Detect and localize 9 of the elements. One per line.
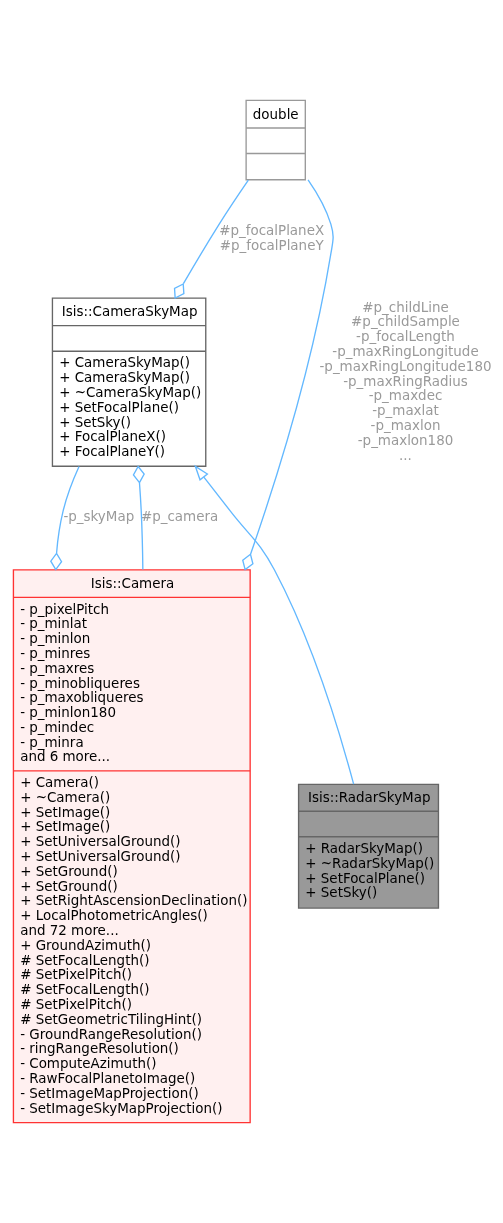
- connector: [132, 465, 145, 571]
- connector: [241, 179, 334, 571]
- edge-label: #p_camera: [140, 509, 219, 525]
- edge-label: #p_childLine #p_childSample -p_focalLength -p_maxRingLongitude -p_maxRingLongitude180 -p_maxRingRadius -p_maxdec -p_maxlat -p_maxlon -p_maxlon180 ...: [319, 299, 492, 463]
- arrow: [194, 464, 355, 785]
- edge-label: #p_focalPlaneX #p_focalPlaneY: [219, 222, 325, 253]
- connector: [49, 465, 80, 571]
- connector: [173, 179, 250, 300]
- edge-label: -p_skyMap: [63, 509, 135, 525]
